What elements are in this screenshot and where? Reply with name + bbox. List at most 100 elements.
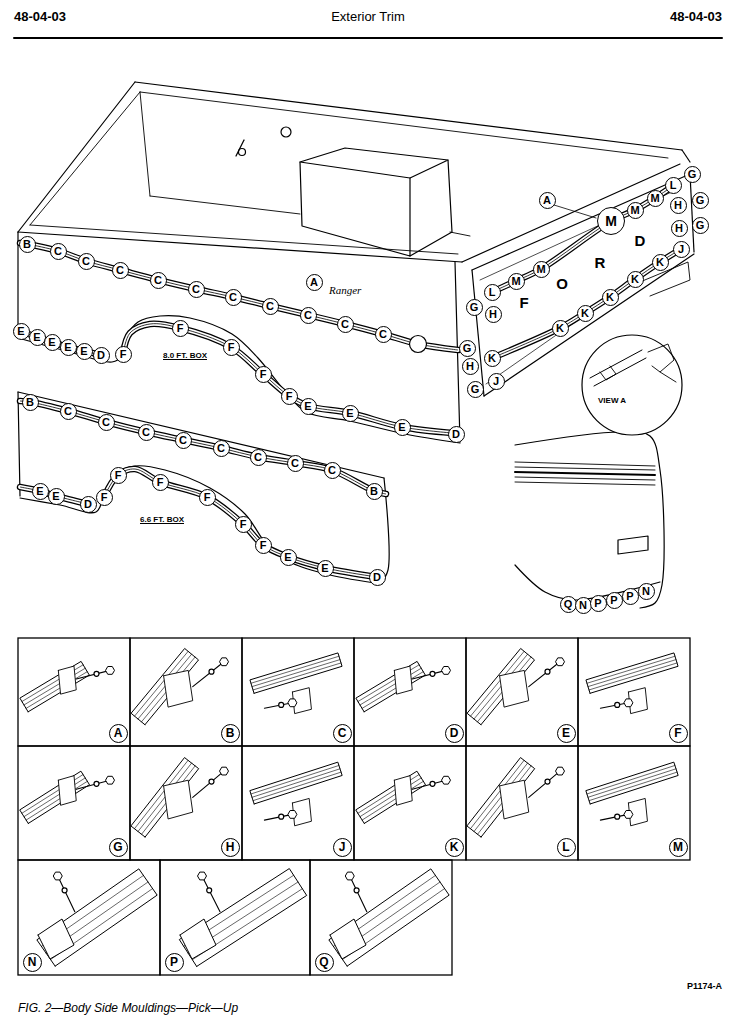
inset-outline xyxy=(515,432,664,608)
moulding-rib xyxy=(358,665,419,702)
washer xyxy=(430,781,435,786)
callout-circle: C xyxy=(250,449,267,466)
callout-circle: B xyxy=(221,724,240,743)
figure-caption: FIG. 2—Body Side Mouldings—Pick—Up xyxy=(18,1002,238,1015)
moulding-rib xyxy=(26,672,87,709)
callout-circle: K xyxy=(627,271,644,288)
moulding-rib xyxy=(123,324,452,433)
nut xyxy=(220,767,229,775)
moulding-piece xyxy=(467,758,535,838)
callout-circle: M xyxy=(647,190,664,207)
moulding-piece xyxy=(250,653,342,693)
callout-letter: G xyxy=(113,841,122,853)
washer xyxy=(545,669,550,674)
callout-circle: F xyxy=(110,467,127,484)
bolt xyxy=(76,780,110,789)
washer xyxy=(207,888,212,893)
callout-letter: H xyxy=(466,361,474,372)
callout-letter: E xyxy=(304,401,311,412)
callout-circle: E xyxy=(317,560,334,577)
washer xyxy=(354,888,359,893)
moulding-rib xyxy=(358,775,419,814)
moulding-rib xyxy=(20,243,458,350)
callout-letter: N xyxy=(28,956,37,968)
box-outline xyxy=(682,150,690,162)
callout-circle: K xyxy=(484,350,501,367)
washer xyxy=(279,702,284,707)
callout-letter: L xyxy=(670,180,677,191)
clip xyxy=(648,344,674,372)
callout-circle: K xyxy=(577,305,594,322)
moulding-rib xyxy=(20,487,88,504)
bolt xyxy=(193,771,224,797)
clip xyxy=(394,776,412,806)
callout-circle: M xyxy=(597,207,625,235)
callout-circle: F xyxy=(96,489,113,506)
callout-letter: D xyxy=(373,572,381,583)
detail-panel xyxy=(18,638,130,746)
moulding-rib xyxy=(20,401,386,494)
callout-circle: K xyxy=(602,289,619,306)
callout-circle xyxy=(410,336,427,353)
callout-letter: C xyxy=(254,452,262,463)
callout-circle: G xyxy=(692,217,709,234)
moulding-rib xyxy=(142,766,196,834)
callout-circle: Q xyxy=(560,596,577,613)
callout-circle: F xyxy=(281,388,298,405)
wheelhouse xyxy=(300,148,448,178)
bolt xyxy=(202,876,220,912)
callout-letter: M xyxy=(511,276,520,287)
clip xyxy=(500,780,529,819)
callout-letter: C xyxy=(192,284,200,295)
callout-letter: Q xyxy=(319,956,328,968)
moulding-rib xyxy=(589,663,677,690)
detail-panel xyxy=(466,746,578,860)
callout-letter: D xyxy=(84,499,92,510)
clip xyxy=(58,776,76,806)
callout-letter: A xyxy=(310,277,318,288)
detail-panel xyxy=(130,746,242,860)
callout-circle: C xyxy=(138,424,155,441)
callout-letter: N xyxy=(579,600,587,611)
callout-letter: F xyxy=(120,349,127,360)
callout-letter: F xyxy=(115,470,122,481)
callout-circle: D xyxy=(445,724,464,743)
callout-letter: G xyxy=(471,384,480,395)
callout-letter: H xyxy=(675,223,683,234)
moulding-rib xyxy=(588,660,676,687)
moulding-piece xyxy=(131,758,199,838)
clip xyxy=(500,670,529,707)
callout-circle: A xyxy=(306,274,323,291)
detail-panel xyxy=(18,860,160,975)
moulding-strip xyxy=(492,186,673,292)
callout-letter: C xyxy=(217,443,225,454)
box-outline xyxy=(18,392,384,478)
callout-letter: M xyxy=(630,205,639,216)
callout-circle: J xyxy=(673,241,690,258)
moulding-strip xyxy=(20,243,458,350)
callout-circle: B xyxy=(366,483,383,500)
bolt xyxy=(412,780,446,789)
callout-circle: E xyxy=(13,323,30,340)
box-outline xyxy=(18,392,20,496)
box-outline xyxy=(18,82,135,232)
callout-circle: P xyxy=(606,592,623,609)
emblem-text: Ranger xyxy=(329,284,361,296)
moulding-strip xyxy=(123,324,452,433)
callout-circle: G xyxy=(684,166,701,183)
moulding-rib xyxy=(515,482,655,485)
moulding-rib xyxy=(492,186,673,292)
callout-circle: H xyxy=(671,220,688,237)
callout-letter: G xyxy=(463,343,472,354)
callout-circle: P xyxy=(590,595,607,612)
callout-letter: N xyxy=(642,586,650,597)
moulding-rib xyxy=(141,657,195,722)
callout-circle: G xyxy=(692,192,709,209)
callout-circle: D xyxy=(448,426,465,443)
washer xyxy=(545,779,550,784)
moulding-rib xyxy=(587,656,675,683)
moulding-piece xyxy=(131,648,198,724)
moulding-rib xyxy=(588,769,676,798)
callout-circle: P xyxy=(622,588,639,605)
